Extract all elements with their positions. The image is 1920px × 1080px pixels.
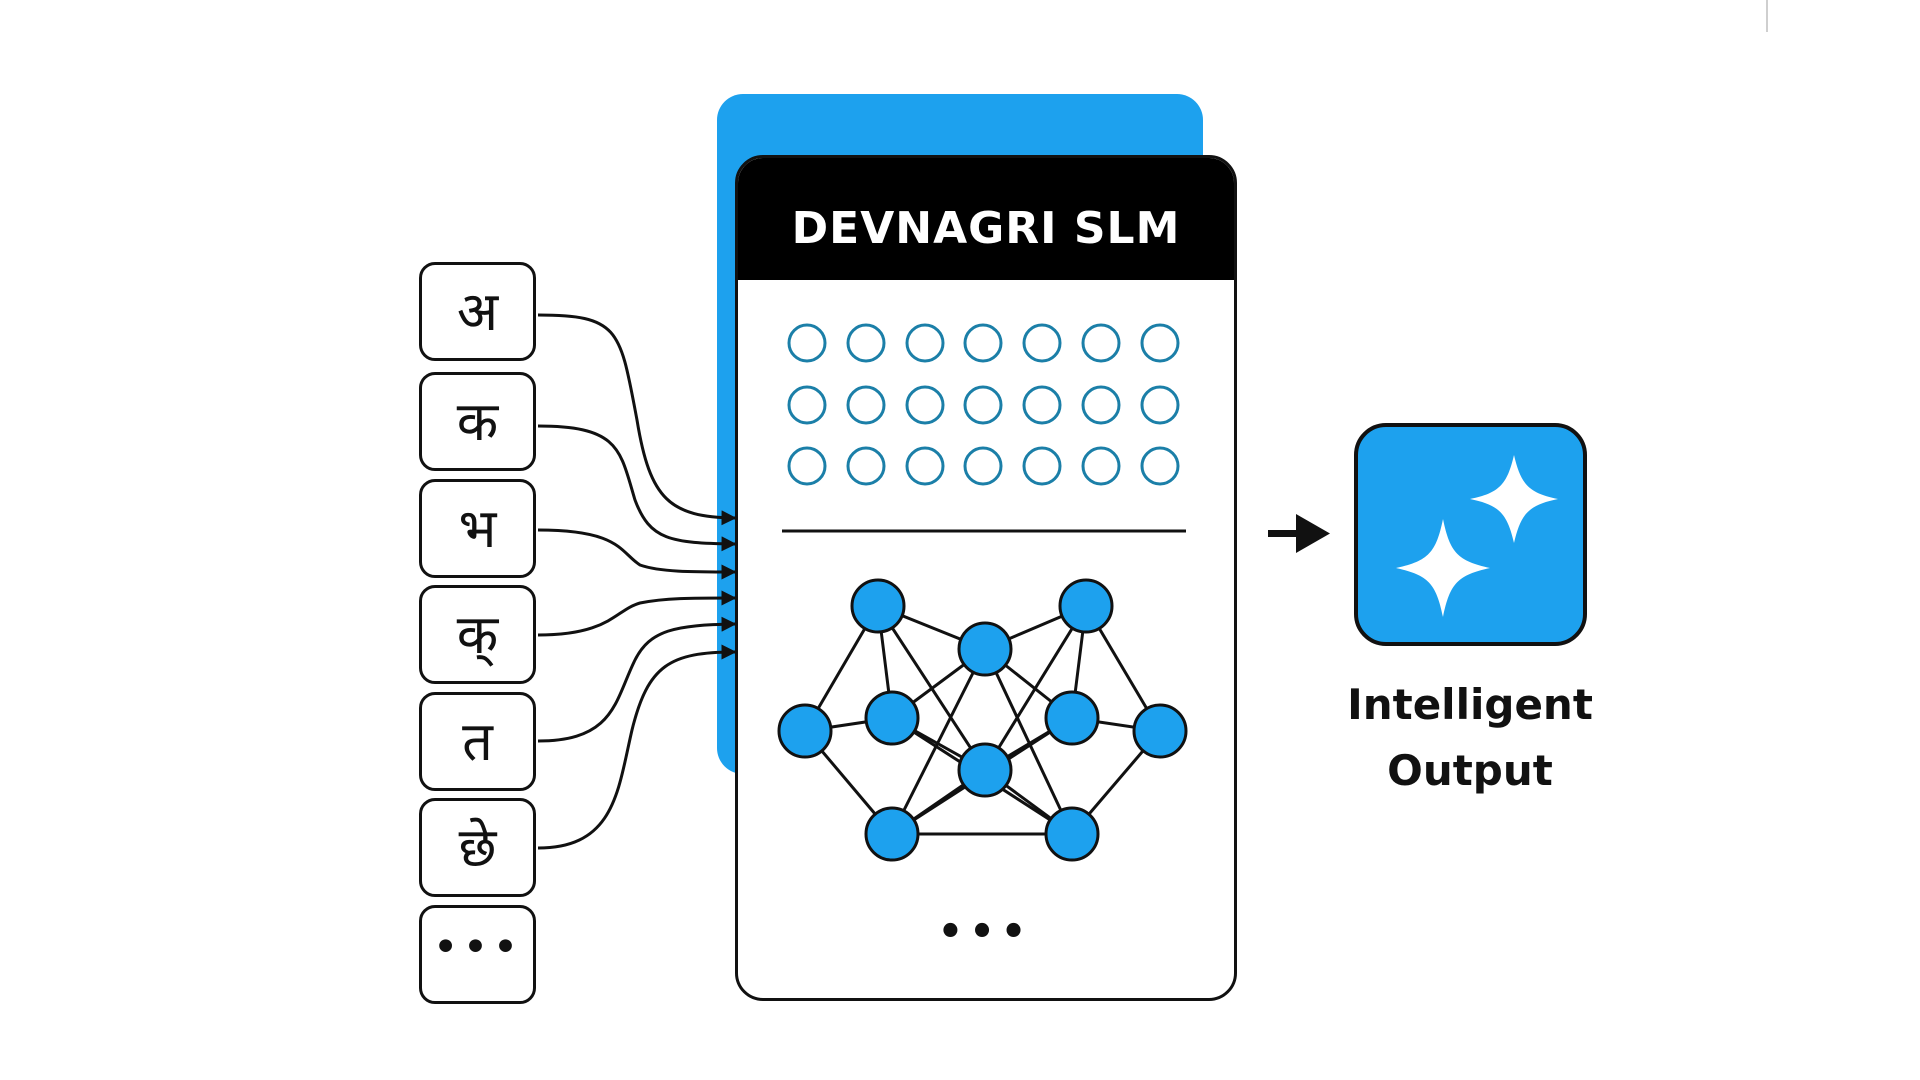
input-more-label: ••• [432, 921, 523, 973]
input-node [963, 385, 1003, 425]
input-char-3: भ [419, 479, 536, 578]
connector-4 [537, 590, 737, 637]
output-label-line1: Intelligent [1347, 680, 1593, 729]
input-node [1022, 323, 1062, 363]
input-node [846, 385, 886, 425]
input-char-5: त [419, 692, 536, 791]
input-node [1022, 385, 1062, 425]
input-char-6: छे [419, 798, 536, 897]
input-char-more: ••• [419, 905, 536, 1004]
input-char-1: अ [419, 262, 536, 361]
network-node [1058, 578, 1114, 634]
input-node [787, 323, 827, 363]
input-node [963, 323, 1003, 363]
input-node [905, 385, 945, 425]
network-node [957, 621, 1013, 677]
connector-2 [537, 424, 737, 552]
input-node [1081, 385, 1121, 425]
input-connectors [537, 313, 737, 850]
output-label-line2: Output [1387, 746, 1553, 795]
connector-6 [537, 644, 737, 850]
input-node [1140, 446, 1180, 486]
neural-network-icon [777, 578, 1188, 862]
input-node [787, 446, 827, 486]
connector-3 [537, 528, 737, 580]
input-node [905, 323, 945, 363]
input-node [846, 446, 886, 486]
input-node [905, 446, 945, 486]
input-char-label: त [462, 709, 493, 773]
model-more: ••• [938, 909, 1033, 955]
connector-5 [537, 616, 737, 743]
input-char-label: क् [456, 602, 499, 666]
network-node [1132, 703, 1188, 759]
input-node [1140, 323, 1180, 363]
connector-1 [537, 313, 737, 526]
input-node [787, 385, 827, 425]
input-char-label: छे [458, 815, 497, 879]
output-card [1354, 423, 1587, 646]
input-char-label: क [456, 389, 499, 453]
input-node [1140, 385, 1180, 425]
arrow-right-icon [1268, 514, 1330, 553]
input-node [846, 323, 886, 363]
network-node [777, 703, 833, 759]
model-card: DEVNAGRI SLM [735, 155, 1237, 1001]
input-node [963, 446, 1003, 486]
input-char-label: अ [456, 279, 499, 343]
network-nodes [777, 578, 1188, 862]
input-node [1081, 323, 1121, 363]
input-node [1081, 446, 1121, 486]
network-node [864, 806, 920, 862]
output-label: Intelligent Output [1320, 672, 1620, 804]
input-char-2: क [419, 372, 536, 471]
network-node [1044, 690, 1100, 746]
input-char-4: क् [419, 585, 536, 684]
edge-tick [1766, 0, 1768, 32]
network-node [850, 578, 906, 634]
input-char-label: भ [458, 496, 497, 560]
network-node [1044, 806, 1100, 862]
model-title: DEVNAGRI SLM [738, 158, 1234, 280]
input-nodes [787, 323, 1180, 486]
network-node [957, 742, 1013, 798]
sparkle-icon [1396, 455, 1558, 617]
input-node [1022, 446, 1062, 486]
network-node [864, 690, 920, 746]
